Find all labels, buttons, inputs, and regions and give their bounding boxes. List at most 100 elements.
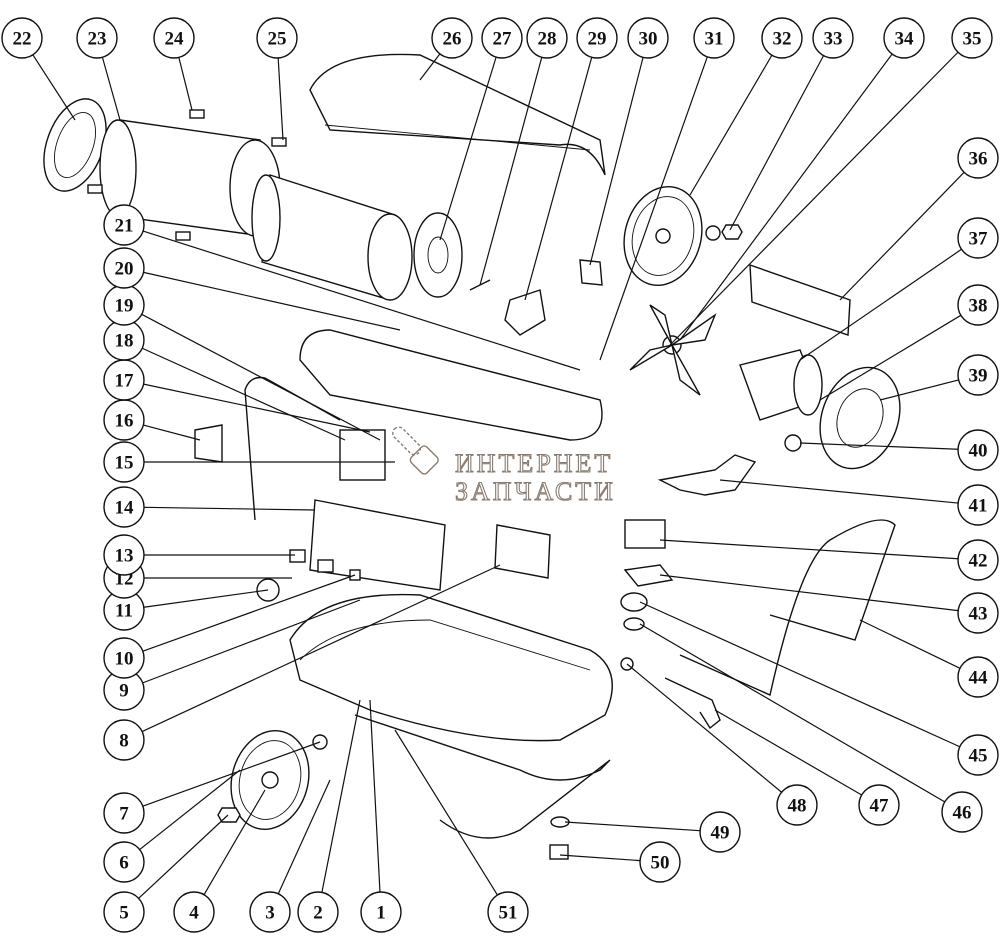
callout-18: 18 [103,319,145,361]
callout-number: 43 [969,604,988,625]
nozzle-assembly [504,289,546,336]
callout-34: 34 [883,17,925,59]
callout-circle [639,841,681,883]
bracket [271,137,287,147]
parts-drawing [43,53,901,860]
callout-circle [957,429,999,471]
heat-shield-plate [749,263,851,336]
callout-circle [297,891,339,933]
motor-bracket [657,454,757,496]
callout-circle [103,719,145,761]
callout-circle [858,784,900,826]
leader-line [277,779,331,895]
callout-circle [957,592,999,634]
leader-line [599,56,708,361]
callout-number: 7 [119,804,129,825]
callout-13: 13 [103,534,145,576]
leader-line [589,57,644,266]
fan-guard-grill [819,366,901,470]
callout-number: 16 [115,411,134,432]
leader-line [719,479,959,504]
callout-11: 11 [103,589,145,631]
frame [354,714,611,839]
callout-circle [487,891,529,933]
leader-line [479,57,543,286]
callout-1: 1 [360,891,402,933]
bracket [87,184,103,194]
leader-line [178,57,193,111]
callout-10: 10 [103,637,145,679]
callout-circle [103,247,145,289]
washer [705,225,721,241]
callout-circle [957,137,999,179]
callout-number: 33 [824,29,843,50]
callout-43: 43 [957,592,999,634]
leader-line [439,56,497,241]
callout-number: 32 [773,29,792,50]
leader-line [419,53,441,81]
callout-number: 31 [705,29,724,50]
callout-circle [526,17,568,59]
lamp [317,559,334,573]
callout-number: 2 [313,903,323,924]
callout-circle [76,17,118,59]
callout-17: 17 [103,359,145,401]
callout-number: 26 [443,29,462,50]
lower-shell [299,329,603,441]
callout-circle [103,204,145,246]
leader-line [659,574,959,612]
bracket [175,231,191,241]
callout-circle [103,637,145,679]
callout-circle [951,17,993,59]
callout-number: 36 [969,149,988,170]
leader-line [669,51,959,346]
callout-circle [957,656,999,698]
leader-line [659,539,959,560]
callout-number: 15 [115,453,134,474]
callout-number: 42 [969,551,988,572]
callout-4: 4 [173,891,215,933]
leader-line [559,854,641,862]
callout-number: 18 [115,331,134,352]
callout-number: 46 [953,803,972,824]
leader-line [714,709,862,796]
callout-number: 10 [115,649,134,670]
leader-line [394,729,498,896]
callout-38: 38 [957,284,999,326]
leader-line [729,55,825,231]
callout-number: 11 [115,601,133,622]
leader-line [32,54,76,121]
fuel-gauge [664,677,721,730]
callout-number: 29 [588,29,607,50]
callout-circle [576,17,618,59]
callout-number: 22 [13,29,32,50]
callout-circle [103,441,145,483]
callout-number: 47 [870,796,890,817]
leader-line [639,601,961,748]
callout-35: 35 [951,17,993,59]
leader-line [819,314,962,401]
side-bracket [194,424,223,463]
callout-19: 19 [103,284,145,326]
callout-circle [776,784,818,826]
drain-plug [549,844,569,860]
callout-44: 44 [957,656,999,698]
leader-line [689,54,773,196]
leader-line [142,741,321,807]
callout-number: 21 [115,216,134,237]
handle [679,519,896,696]
callout-circle [1,17,43,59]
callout-20: 20 [103,247,145,289]
callout-3: 3 [249,891,291,933]
combustion-chamber [251,174,413,301]
nut [721,224,743,240]
leader-line [859,619,961,669]
wheel-bottom [230,730,310,830]
nut [217,807,241,823]
callout-number: 44 [969,668,989,689]
callout-circle [957,539,999,581]
capacitor [784,434,802,452]
callout-number: 4 [189,903,199,924]
leader-line [839,171,965,301]
